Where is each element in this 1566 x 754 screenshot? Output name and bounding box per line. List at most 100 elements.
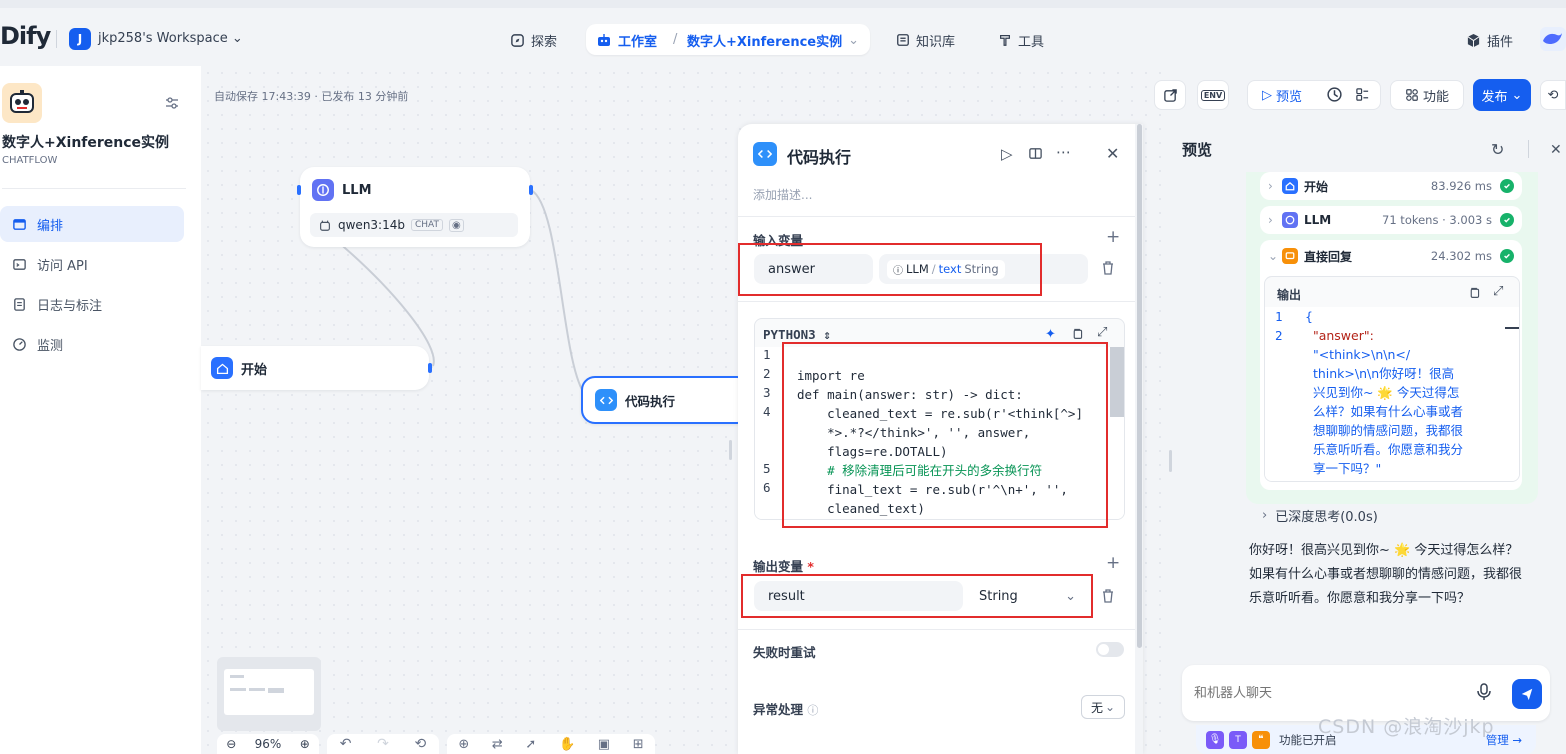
app-selector[interactable]: 数字人+Xinference实例 ⌄ — [687, 27, 859, 53]
retry-toggle[interactable] — [1096, 642, 1124, 657]
add-input-icon[interactable]: + — [1106, 227, 1121, 247]
trace-item-llm[interactable]: › LLM 71 tokens · 3.003 s — [1260, 206, 1522, 234]
description-input[interactable]: 添加描述... — [753, 188, 813, 202]
code-line[interactable]: cleaned_text = re.sub(r'<think[^>] — [797, 406, 1083, 421]
output-var-name-field[interactable]: result — [754, 581, 963, 611]
pointer-icon[interactable]: ➚ — [525, 736, 537, 752]
output-type-select[interactable]: String ⌄ — [969, 581, 1088, 611]
minimap-node — [249, 688, 265, 691]
nav-studio[interactable]: 工作室 — [596, 27, 657, 53]
organize-icon[interactable]: ⇄ — [491, 736, 503, 752]
app-settings-icon[interactable] — [164, 95, 180, 111]
nav-knowledge[interactable]: 知识库 — [896, 27, 955, 53]
delete-output-icon[interactable] — [1101, 588, 1115, 603]
start-node[interactable]: 开始 — [201, 346, 432, 390]
env-button[interactable]: ENV — [1197, 80, 1229, 110]
send-button[interactable] — [1512, 679, 1542, 709]
nav-plugins[interactable]: 插件 — [1466, 27, 1513, 53]
workspace-selector[interactable]: jkp258's Workspace ⌄ — [98, 31, 243, 46]
help-icon[interactable]: ⓘ — [807, 704, 819, 717]
code-line[interactable]: final_text = re.sub(r'^\n+', '', — [797, 482, 1068, 497]
trace-item-answer[interactable]: ⌄ 直接回复 24.302 ms — [1260, 242, 1522, 270]
redo-icon[interactable]: ↷ — [377, 736, 389, 752]
code-area[interactable] — [755, 347, 1124, 519]
version-history-button[interactable]: ⟲ — [1540, 80, 1566, 110]
zoom-in-icon[interactable]: ⊕ — [299, 737, 310, 751]
output-scrollbar[interactable] — [1505, 327, 1519, 329]
dify-logo[interactable]: Dify — [0, 22, 51, 50]
user-avatar[interactable] — [1540, 27, 1566, 51]
chevron-right-icon: › — [1268, 213, 1273, 227]
undo-icon[interactable]: ↶ — [339, 736, 352, 752]
expand-icon[interactable]: ⤢ — [1493, 284, 1504, 299]
publish-button[interactable]: 发布 ⌄ — [1473, 79, 1531, 111]
sidebar-item-logs[interactable]: 日志与标注 — [0, 286, 184, 322]
image-export-icon[interactable]: ▣ — [597, 736, 611, 752]
divider — [1528, 140, 1529, 158]
zoom-out-icon[interactable]: ⊖ — [226, 737, 237, 751]
node-handle[interactable] — [428, 363, 432, 373]
input-var-name-field[interactable]: answer — [754, 254, 873, 284]
delete-input-icon[interactable] — [1101, 260, 1115, 275]
restart-icon[interactable]: ↻ — [1491, 140, 1505, 159]
share-icon — [1163, 88, 1177, 102]
sidebar-item-api[interactable]: 访问 API — [0, 246, 184, 282]
add-node-icon[interactable]: ⊕ — [458, 736, 470, 752]
preview-resize-handle[interactable] — [1169, 450, 1172, 472]
llm-node[interactable]: LLM qwen3:14b CHAT ◉ — [297, 167, 533, 247]
code-line[interactable]: import re — [797, 368, 865, 383]
variables-icon[interactable] — [1355, 87, 1370, 102]
language-selector[interactable]: PYTHON3 ⇕ — [763, 327, 831, 342]
nav-explore[interactable]: 探索 — [510, 27, 557, 53]
thinking-toggle[interactable]: › 已深度思考(0.0s) — [1262, 506, 1378, 525]
toggle-knob — [1098, 644, 1109, 655]
chat-input[interactable] — [1194, 682, 1454, 704]
node-handle[interactable] — [529, 185, 533, 195]
preview-button[interactable]: 预览 — [1276, 89, 1303, 105]
code-scrollbar[interactable] — [1110, 347, 1124, 417]
code-node[interactable]: 代码执行 — [581, 376, 751, 424]
code-line[interactable]: # 移除清理后可能在开头的多余换行符 — [797, 463, 1043, 478]
close-icon[interactable]: ✕ — [1550, 142, 1562, 158]
run-icon[interactable]: ▷ — [1001, 145, 1013, 163]
split-view-icon[interactable] — [1028, 146, 1043, 161]
zoom-level[interactable]: 96% — [254, 737, 282, 751]
manage-link[interactable]: 管理 → — [1485, 732, 1522, 747]
copy-icon[interactable] — [1468, 286, 1481, 299]
node-handle[interactable] — [297, 185, 301, 195]
code-line[interactable]: cleaned_text) — [797, 501, 925, 516]
workspace-avatar[interactable]: J — [69, 28, 91, 50]
minimap[interactable] — [217, 657, 321, 731]
expand-icon[interactable]: ⤢ — [1097, 325, 1108, 340]
checklist-icon[interactable] — [1326, 86, 1343, 103]
terminal-icon — [13, 258, 26, 270]
ai-generate-icon[interactable]: ✦ — [1045, 327, 1056, 342]
line-number — [763, 499, 783, 518]
features-button[interactable]: 功能 — [1390, 80, 1464, 110]
panel-title[interactable]: 代码执行 — [787, 148, 852, 167]
sidebar-item-monitor[interactable]: 监测 — [0, 326, 184, 362]
hand-icon[interactable]: ✋ — [558, 736, 576, 752]
sidebar-item-orchestrate[interactable]: 编排 — [0, 206, 184, 242]
more-icon[interactable]: ⋯ — [1056, 143, 1071, 161]
trace-item-start[interactable]: › 开始 83.926 ms — [1260, 172, 1522, 200]
add-output-icon[interactable]: + — [1106, 553, 1121, 573]
error-handling-select[interactable]: 无 ⌄ — [1081, 695, 1125, 719]
chevron-down-icon: ⌄ — [1511, 87, 1523, 103]
microphone-icon[interactable] — [1477, 683, 1491, 701]
copy-icon[interactable] — [1071, 327, 1084, 340]
code-line[interactable]: def main(answer: str) -> dict: — [797, 387, 1023, 402]
code-line[interactable]: flags=re.DOTALL) — [797, 444, 948, 459]
close-icon[interactable]: ✕ — [1106, 144, 1120, 163]
export-button[interactable] — [1154, 80, 1186, 110]
code-line[interactable]: *>.*?</think>', '', answer, — [797, 425, 1031, 440]
history-icon[interactable]: ⟲ — [414, 736, 427, 752]
input-var-source[interactable]: ⓘ LLM / text String — [879, 254, 1088, 284]
nav-tools[interactable]: 工具 — [998, 27, 1044, 53]
grid-icon[interactable]: ⊞ — [632, 736, 644, 752]
panel-resize-handle[interactable] — [729, 440, 732, 460]
panel-scrollbar[interactable] — [1137, 124, 1142, 648]
app-icon — [2, 83, 42, 123]
